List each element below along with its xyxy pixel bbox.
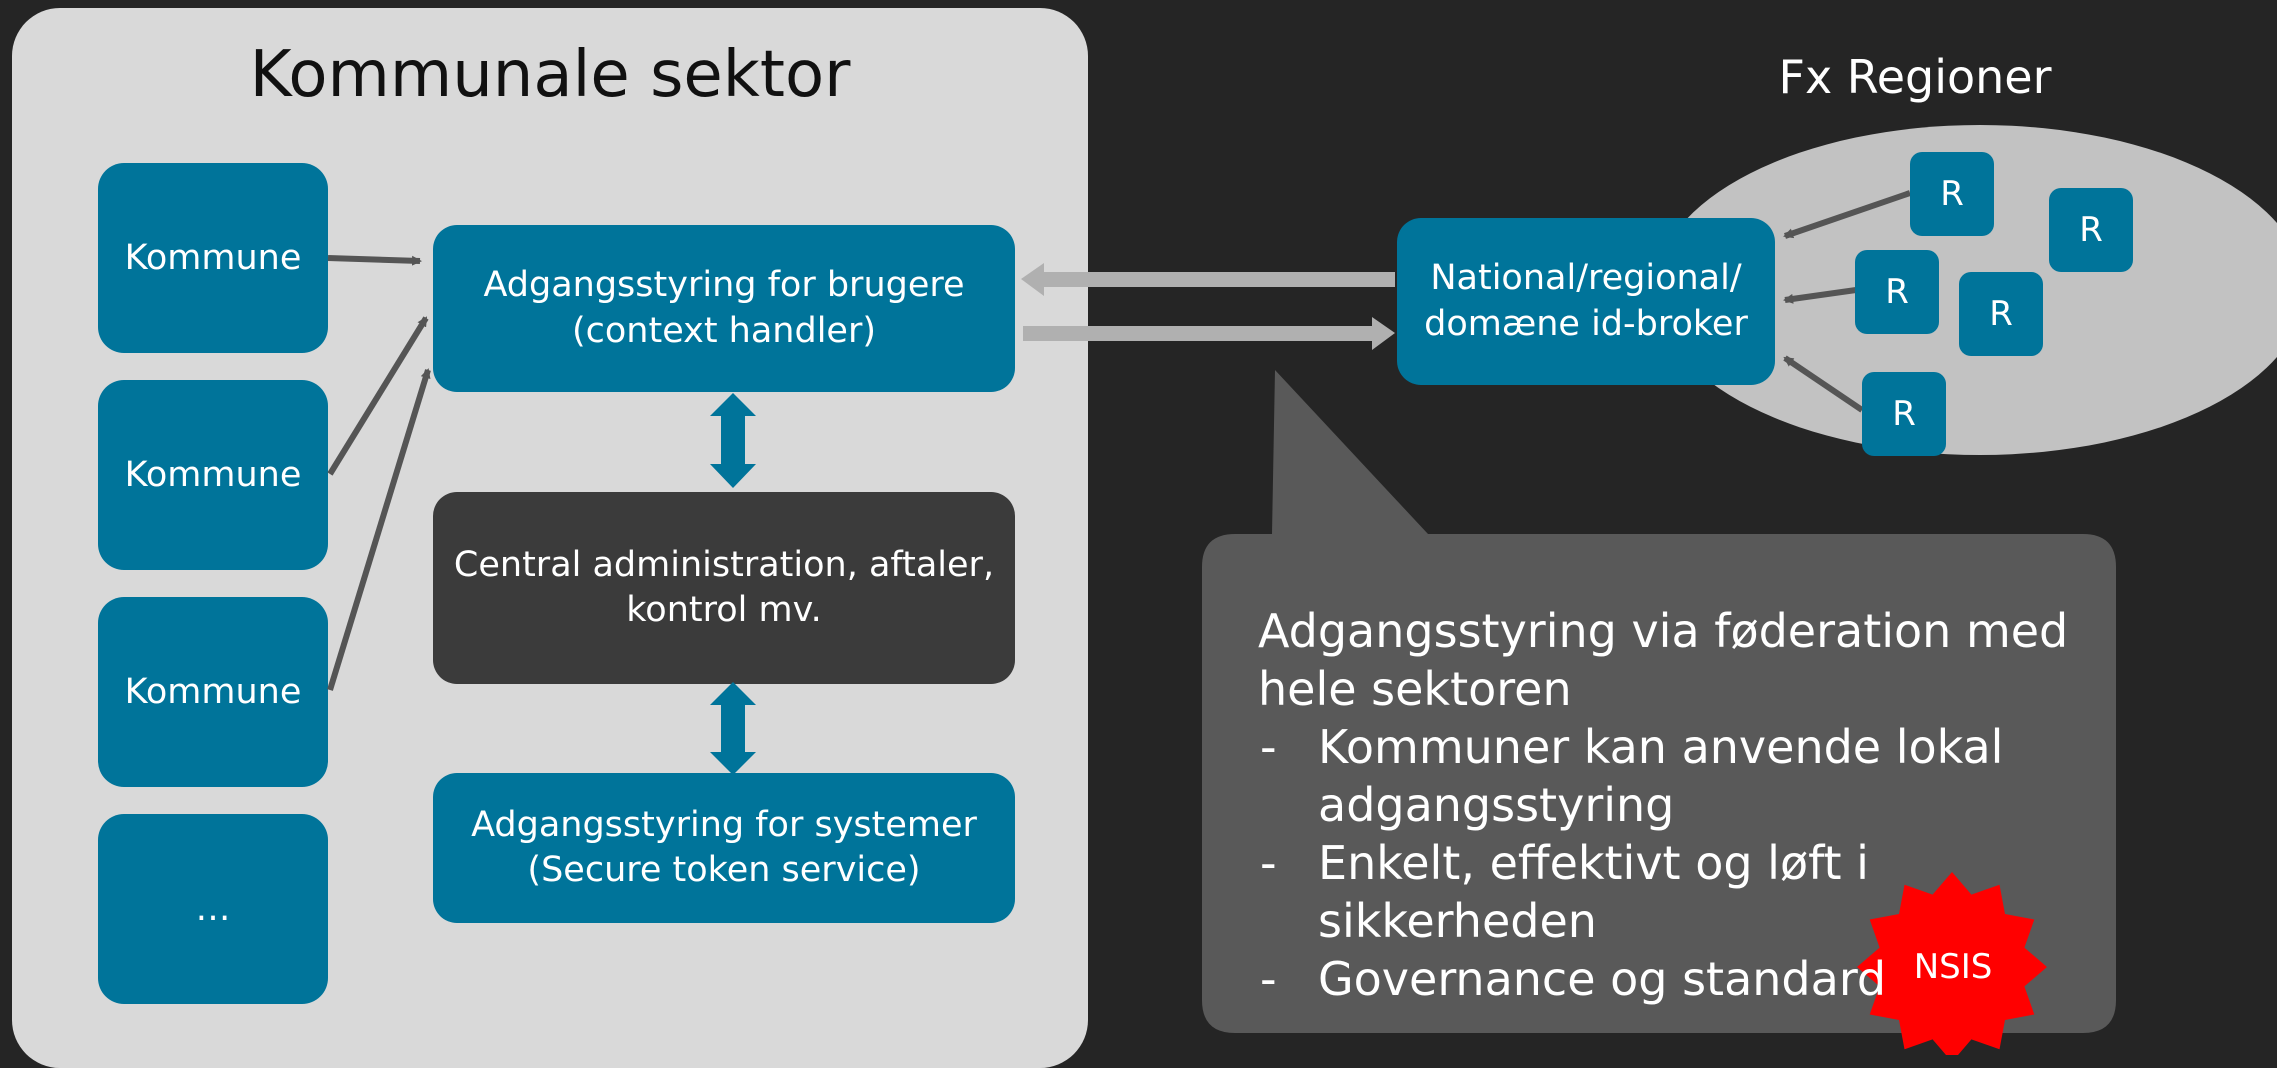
id-broker-line-2: domæne id-broker: [1424, 303, 1748, 344]
region-box-5: R: [1862, 372, 1946, 456]
system-access-line-2: (Secure token service): [527, 850, 921, 890]
kommune-label: Kommune: [124, 455, 302, 495]
callout-bullet: Enkelt, effektivt og løft i sikkerheden: [1258, 834, 2158, 950]
callout-bullet-line: Enkelt, effektivt og løft i: [1318, 836, 1869, 890]
system-access-box: Adgangsstyring for systemer (Secure toke…: [433, 773, 1015, 923]
callout-heading-line-1: Adgangsstyring via føderation med: [1258, 604, 2069, 658]
callout-bullet-line: sikkerheden: [1318, 894, 1597, 948]
arrow-kommune-2: [327, 316, 429, 476]
region-label: R: [1940, 174, 1964, 214]
callout-bullet-line: Governance og standard: [1318, 952, 1887, 1006]
kommune-label: Kommune: [124, 672, 302, 712]
arrow-region-1: [1783, 190, 1911, 239]
sector-title: Kommunale sektor: [249, 38, 851, 112]
system-access-line-1: Adgangsstyring for systemer: [471, 804, 977, 845]
kommune-box-3: Kommune: [98, 597, 328, 787]
id-broker-box: National/regional/ domæne id-broker: [1397, 218, 1775, 385]
callout-text: Adgangsstyring via føderation med hele s…: [1258, 602, 2158, 1008]
region-label: R: [2079, 210, 2103, 250]
nsis-badge-label: NSIS: [1913, 947, 1993, 987]
kommune-box-more: …: [98, 814, 328, 1004]
callout-bullet: Kommuner kan anvende lokal adgangsstyrin…: [1258, 718, 2158, 834]
regions-title: Fx Regioner: [1778, 50, 2052, 104]
user-access-box: Adgangsstyring for brugere (context hand…: [433, 225, 1015, 392]
region-label: R: [1892, 394, 1916, 434]
region-label: R: [1989, 294, 2013, 334]
callout-bullet: Governance og standard: [1258, 950, 2158, 1008]
arrow-region-2: [1783, 287, 1857, 304]
arrow-kommune-3: [327, 368, 431, 691]
callout-heading-line-2: hele sektoren: [1258, 662, 1572, 716]
id-broker-line-1: National/regional/: [1430, 258, 1742, 298]
kommune-box-1: Kommune: [98, 163, 328, 353]
callout-bullet-line: Kommuner kan anvende lokal: [1318, 720, 2004, 774]
region-box-4: R: [1959, 272, 2043, 356]
arrow-broker-to-sector: [1021, 263, 1395, 296]
kommune-label: Kommune: [124, 238, 302, 278]
arrow-sector-to-broker: [1023, 317, 1395, 350]
region-box-1: R: [1910, 152, 1994, 236]
central-admin-box: Central administration, aftaler, kontrol…: [433, 492, 1015, 684]
callout-bullet-list: Kommuner kan anvende lokal adgangsstyrin…: [1258, 718, 2158, 1008]
double-arrow-upper: [710, 393, 756, 488]
region-box-2: R: [2049, 188, 2133, 272]
callout-bullet-line: adgangsstyring: [1318, 778, 1675, 832]
double-arrow-lower: [710, 682, 756, 775]
kommune-box-2: Kommune: [98, 380, 328, 570]
kommune-label: …: [195, 889, 231, 929]
central-admin-line-2: kontrol mv.: [626, 590, 822, 630]
arrow-kommune-1: [327, 255, 422, 266]
user-access-line-1: Adgangsstyring for brugere: [483, 265, 965, 305]
region-box-3: R: [1855, 250, 1939, 334]
region-label: R: [1885, 272, 1909, 312]
central-admin-line-1: Central administration, aftaler,: [453, 544, 995, 585]
user-access-line-2: (context handler): [571, 310, 877, 351]
arrow-region-3: [1783, 355, 1864, 413]
